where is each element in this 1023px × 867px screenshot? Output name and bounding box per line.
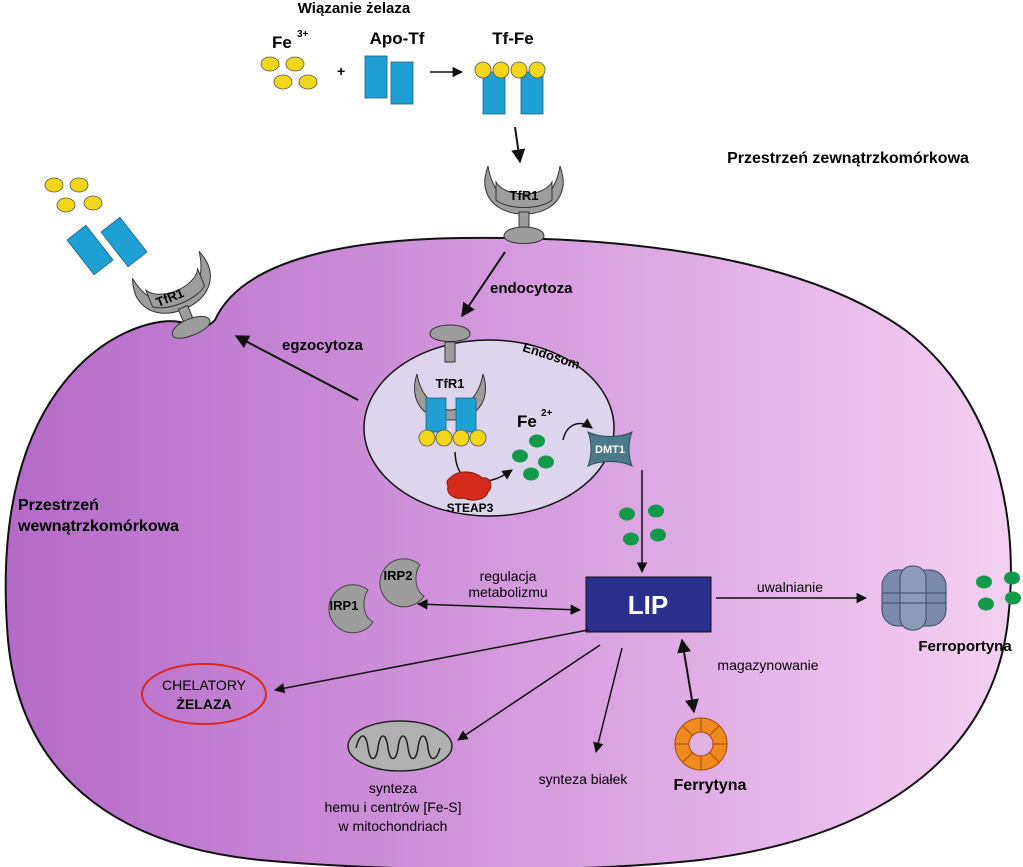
plus-sign: +: [337, 63, 345, 79]
intracellular-label-line1: Przestrzeń: [18, 497, 99, 514]
exocytosis-arrow: [234, 335, 359, 401]
fe2-label: Fe: [517, 412, 537, 431]
fe2-superscript: 2+: [541, 408, 553, 419]
chelators-label-line2: ŻELAZA: [176, 696, 231, 712]
exported-fe2-ions: [976, 571, 1021, 611]
dmt1-label: DMT1: [595, 444, 625, 456]
irp1-protein: [328, 584, 374, 634]
lip-label: LIP: [628, 590, 668, 620]
heme-synthesis-line1: synteza: [369, 780, 417, 796]
regulation-arrow: [416, 599, 582, 615]
irp2-protein: [379, 558, 425, 608]
storage-label: magazynowanie: [717, 657, 818, 673]
endocytosis-label: endocytoza: [490, 280, 573, 297]
heme-synthesis-line3: w mitochondriach: [338, 818, 448, 834]
ferritin-label: Ferrytyna: [674, 777, 747, 794]
to-protein-synthesis-arrow: [593, 647, 623, 754]
irp2-label: IRP2: [384, 568, 413, 583]
fe3-label: Fe: [272, 33, 292, 52]
steap3-path-arrow: [454, 451, 513, 483]
tfr1-endosome-label: TfR1: [436, 376, 465, 391]
steap3-label: STEAP3: [447, 501, 494, 515]
tfr1-receptor-left: [131, 250, 211, 339]
binding-title: Wiązanie żelaza: [298, 0, 411, 17]
tf-fe-label: Tf-Fe: [492, 29, 534, 48]
heme-synthesis-line2: hemu i centrów [Fe-S]: [325, 799, 462, 815]
chelators-oval: [141, 663, 267, 725]
tfr1-receptor-endosome: [414, 324, 487, 447]
mitochondrion: [347, 720, 453, 772]
ferroportin-label: Ferroportyna: [918, 638, 1012, 655]
storage-arrow: [677, 638, 699, 714]
to-receptor-arrow: [511, 126, 526, 164]
regulation-label-line2: metabolizmu: [468, 584, 547, 600]
endosome: [363, 339, 615, 517]
fe3-superscript: 3+: [297, 29, 309, 40]
irp1-label: IRP1: [330, 598, 359, 613]
released-apo-transferrin: [66, 216, 148, 276]
protein-synthesis-label: synteza białek: [539, 771, 629, 787]
lip-box: [585, 576, 712, 633]
intracellular-label-line2: wewnątrzkomórkowa: [17, 518, 179, 535]
steap3-enzyme: [446, 471, 492, 501]
ferroportin: [881, 565, 947, 631]
release-label: uwalnianie: [757, 579, 823, 595]
fe3-ions: [260, 56, 318, 90]
endocytosis-arrow: [461, 251, 506, 318]
apo-transferrin: [364, 55, 414, 105]
released-fe3-ions: [44, 177, 103, 213]
holo-transferrin: [474, 61, 546, 115]
chelators-label-line1: CHELATORY: [162, 677, 247, 693]
fe2-ions-cytosol: [619, 504, 666, 546]
to-chelators-arrow: [273, 629, 589, 694]
fe2-ions-endosome: [512, 434, 554, 481]
exocytosis-label: egzocytoza: [282, 337, 364, 354]
tfr1-top-label: TfR1: [510, 188, 539, 203]
extracellular-label: Przestrzeń zewnątrzkomórkowa: [727, 150, 969, 167]
apo-tf-label: Apo-Tf: [370, 29, 425, 48]
regulation-label-line1: regulacja: [480, 568, 537, 584]
to-mitochondria-arrow: [457, 644, 601, 741]
dmt1-transporter: [587, 430, 633, 468]
to-dmt1-arrow: [562, 418, 593, 441]
ferritin-shell: [674, 717, 728, 771]
tfr1-receptor-top: [484, 165, 564, 244]
cell-membrane: [4, 236, 1012, 867]
